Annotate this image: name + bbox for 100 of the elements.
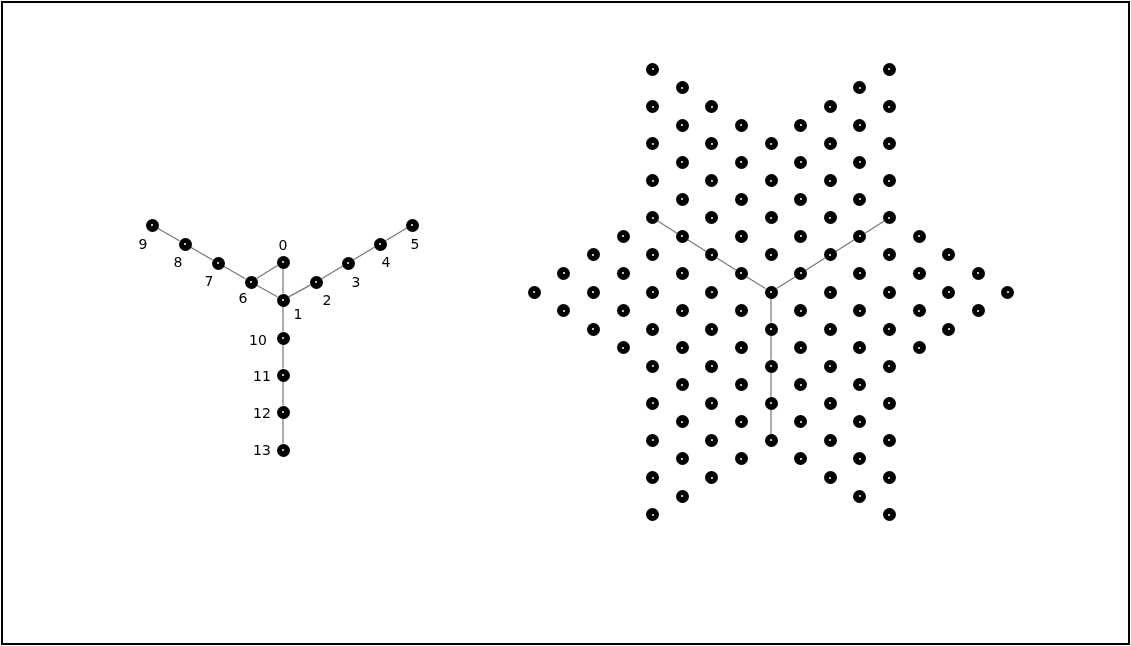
vertex-dot — [705, 396, 719, 410]
vertex-dot — [675, 452, 689, 466]
vertex-dot — [853, 341, 867, 355]
connector-line — [746, 276, 767, 290]
connector-line — [190, 246, 213, 261]
vertex-dot — [244, 275, 258, 289]
vertex-dot — [276, 405, 290, 419]
vertex-dot — [178, 237, 192, 251]
vertex-dot — [646, 174, 660, 188]
vertex-dot — [675, 118, 689, 132]
vertex-dot — [646, 137, 660, 151]
vertex-dot — [882, 174, 896, 188]
vertex-dot — [734, 192, 748, 206]
vertex-dot — [309, 275, 323, 289]
vertex-dot — [882, 62, 896, 76]
vertex-dot — [373, 237, 387, 251]
vertex-dot — [823, 433, 837, 447]
vertex-dot — [794, 452, 808, 466]
vertex-dot — [853, 81, 867, 95]
vertex-dot — [823, 322, 837, 336]
vertex-dot — [882, 471, 896, 484]
vertex-dot — [646, 285, 660, 299]
connector-line — [282, 417, 284, 445]
vertex-dot — [145, 218, 159, 232]
vertex-dot — [646, 248, 660, 262]
vertex-dot — [764, 174, 778, 188]
vertex-dot — [853, 489, 867, 503]
vertex-dot — [276, 255, 290, 269]
vertex-dot — [675, 266, 689, 280]
vertex-dot — [794, 118, 808, 132]
vertex-dot — [616, 266, 630, 280]
vertex-dot — [276, 443, 290, 457]
vertex-number: 13 — [253, 443, 271, 457]
connector-line — [321, 265, 343, 280]
vertex-dot — [675, 378, 689, 392]
vertex-number: 10 — [249, 333, 267, 347]
vertex-dot — [823, 359, 837, 373]
vertex-number: 7 — [204, 274, 214, 288]
vertex-dot — [794, 229, 808, 243]
vertex-dot — [705, 285, 719, 299]
vertex-dot — [705, 471, 719, 484]
vertex-number: 0 — [278, 238, 288, 252]
vertex-dot — [794, 415, 808, 429]
vertex-dot — [646, 508, 660, 522]
vertex-dot — [912, 229, 926, 243]
vertex-dot — [586, 285, 600, 299]
vertex-dot — [882, 433, 896, 447]
connector-line — [288, 284, 311, 298]
connector-line — [805, 257, 826, 271]
connector-line — [353, 246, 375, 261]
vertex-dot — [405, 218, 419, 232]
connector-line — [687, 239, 707, 253]
vertex-dot — [882, 137, 896, 151]
vertex-dot — [705, 100, 719, 113]
vertex-dot — [823, 211, 837, 225]
vertex-dot — [794, 192, 808, 206]
vertex-dot — [705, 359, 719, 373]
vertex-dot — [1001, 285, 1015, 299]
vertex-dot — [853, 155, 867, 169]
vertex-dot — [734, 229, 748, 243]
connector-line — [770, 335, 772, 361]
connector-line — [385, 227, 407, 242]
vertex-number: 2 — [322, 293, 332, 307]
vertex-dot — [276, 293, 290, 307]
vertex-dot — [675, 489, 689, 503]
vertex-dot — [675, 81, 689, 95]
vertex-dot — [764, 248, 778, 262]
connector-line — [255, 264, 279, 280]
vertex-dot — [764, 396, 778, 410]
vertex-dot — [912, 341, 926, 355]
vertex-dot — [882, 359, 896, 373]
vertex-dot — [616, 304, 630, 318]
vertex-dot — [912, 304, 926, 318]
vertex-dot — [734, 155, 748, 169]
vertex-dot — [882, 285, 896, 299]
vertex-dot — [646, 433, 660, 447]
vertex-dot — [276, 331, 290, 345]
connector-line — [770, 409, 772, 435]
vertex-dot — [823, 285, 837, 299]
vertex-dot — [882, 248, 896, 262]
vertex-dot — [882, 396, 896, 410]
connector-line — [282, 267, 284, 295]
vertex-dot — [853, 229, 867, 243]
vertex-dot — [276, 368, 290, 382]
connector-line — [657, 220, 678, 234]
vertex-dot — [557, 304, 571, 318]
vertex-dot — [734, 341, 748, 355]
vertex-dot — [942, 322, 956, 336]
vertex-dot — [705, 137, 719, 151]
vertex-dot — [675, 341, 689, 355]
vertex-dot — [882, 508, 896, 522]
vertex-dot — [882, 211, 896, 225]
vertex-dot — [853, 378, 867, 392]
vertex-dot — [211, 256, 225, 270]
vertex-number: 3 — [351, 275, 361, 289]
connector-line — [835, 239, 855, 253]
vertex-dot — [823, 100, 837, 113]
vertex-number: 9 — [138, 237, 148, 251]
vertex-dot — [882, 322, 896, 336]
vertex-dot — [586, 248, 600, 262]
